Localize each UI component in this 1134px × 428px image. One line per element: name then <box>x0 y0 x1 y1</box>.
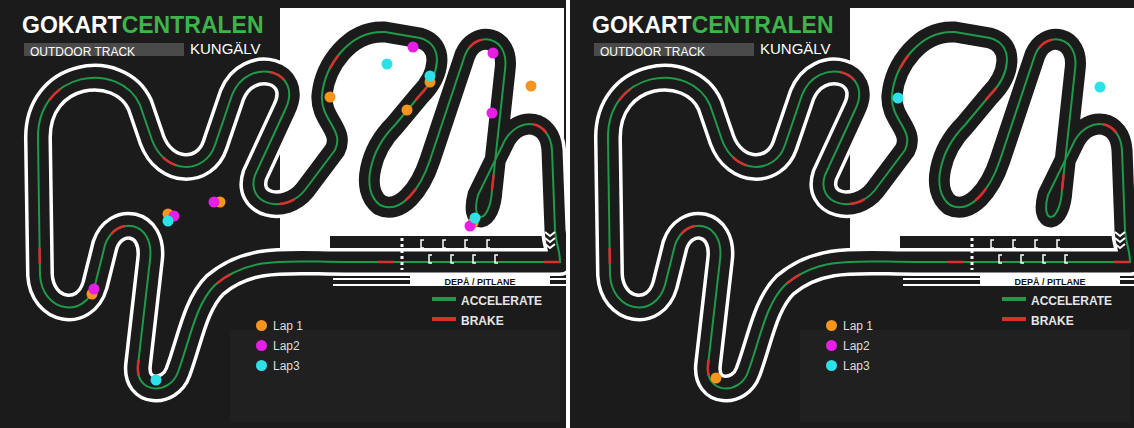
legend-item: ACCELERATE <box>461 291 542 309</box>
location-name: KUNGÄLV <box>760 40 831 58</box>
lap-marker <box>1095 82 1106 93</box>
location-text: KUNGÄLV <box>760 40 831 57</box>
lap-marker <box>89 284 100 295</box>
legend-text: ACCELERATE <box>461 294 542 308</box>
legend-item: Lap 1 <box>826 316 873 334</box>
legend-item: Lap2 <box>256 336 300 354</box>
legend-swatch <box>826 340 837 351</box>
legend-text: Lap3 <box>273 359 300 373</box>
subtitle-text: OUTDOOR TRACK <box>30 45 135 59</box>
subtitle: OUTDOOR TRACK <box>30 42 135 60</box>
legend-text: Lap3 <box>843 359 870 373</box>
lap-marker <box>209 197 220 208</box>
legend-text: Lap2 <box>843 339 870 353</box>
pitlane-text: DEPÅ / PITLANE <box>1014 277 1085 287</box>
legend-swatch <box>826 320 837 331</box>
lap-marker <box>325 92 336 103</box>
brand-word: GOKART <box>592 12 692 39</box>
legend-text: ACCELERATE <box>1031 294 1112 308</box>
brand-title: GOKARTCENTRALEN <box>22 12 264 39</box>
location-text: KUNGÄLV <box>190 40 261 57</box>
legend-swatch <box>256 360 267 371</box>
location-name: KUNGÄLV <box>190 40 261 58</box>
legend-text: Lap 1 <box>843 319 873 333</box>
lap-marker <box>163 216 174 227</box>
lap-marker <box>151 375 162 386</box>
pitlane-text: DEPÅ / PITLANE <box>444 277 515 287</box>
brand-title: GOKARTCENTRALEN <box>592 12 834 39</box>
brand-word: GOKART <box>22 12 122 39</box>
legend-item: Lap2 <box>826 336 870 354</box>
legend-swatch <box>256 340 267 351</box>
legend-item: Lap3 <box>256 356 300 374</box>
subtitle: OUTDOOR TRACK <box>600 42 705 60</box>
lap-marker <box>408 42 419 53</box>
legend-swatch <box>256 320 267 331</box>
legend-swatch <box>826 360 837 371</box>
lap-marker <box>382 59 393 70</box>
pitlane-label: DEPÅ / PITLANE <box>980 274 1120 288</box>
pitlane-label: DEPÅ / PITLANE <box>410 274 550 288</box>
legend-text: Lap2 <box>273 339 300 353</box>
lap-marker <box>470 213 481 224</box>
legend-item: Lap 1 <box>256 316 303 334</box>
brand-word: CENTRALEN <box>692 12 834 39</box>
lap-marker <box>487 108 498 119</box>
legend-text: Lap 1 <box>273 319 303 333</box>
legend-item: ACCELERATE <box>1031 291 1112 309</box>
legend-text: BRAKE <box>1031 314 1074 328</box>
lap-marker <box>425 71 436 82</box>
legend-item: BRAKE <box>461 311 504 329</box>
subtitle-text: OUTDOOR TRACK <box>600 45 705 59</box>
legend-item: BRAKE <box>1031 311 1074 329</box>
lap-marker <box>711 373 722 384</box>
lap-marker <box>526 81 537 92</box>
legend-item: Lap3 <box>826 356 870 374</box>
lap-marker <box>402 105 413 116</box>
lap-marker <box>488 48 499 59</box>
brand-word: CENTRALEN <box>122 12 264 39</box>
lap-marker <box>893 93 904 104</box>
legend-text: BRAKE <box>461 314 504 328</box>
